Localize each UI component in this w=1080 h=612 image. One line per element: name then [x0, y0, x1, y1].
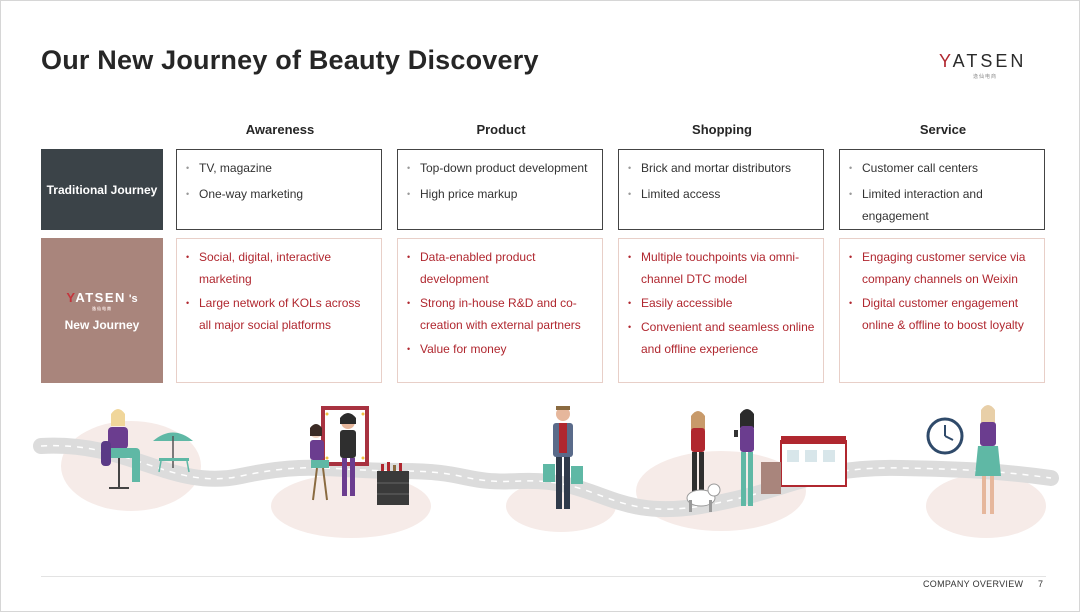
list-item: Strong in-house R&D and co-creation with… — [407, 292, 596, 336]
journey-illustration — [33, 405, 1059, 538]
list-item: High price markup — [407, 183, 596, 205]
column-header-service: Service — [919, 122, 967, 137]
new-shopping-box: Multiple touchpoints via omni-channel DT… — [618, 238, 824, 383]
list-item: Convenient and seamless online and offli… — [628, 316, 817, 360]
traditional-service-box: Customer call centers Limited interactio… — [839, 149, 1045, 230]
storefront-icon — [761, 436, 847, 494]
new-journey-title: New Journey — [64, 317, 140, 332]
list-item: One-way marketing — [186, 183, 375, 205]
service-woman-figure — [975, 405, 1001, 514]
phone-woman-figure — [734, 409, 754, 506]
traditional-shopping-box: Brick and mortar distributors Limited ac… — [618, 149, 824, 230]
column-header-shopping: Shopping — [692, 122, 752, 137]
new-product-box: Data-enabled product development Strong … — [397, 238, 603, 383]
vanity-table-icon — [377, 462, 409, 505]
logo-wordmark: YATSEN — [939, 51, 1027, 71]
list-item: Limited access — [628, 183, 817, 205]
list-item: Large network of KOLs across all major s… — [186, 292, 375, 336]
list-item: Digital customer engagement online & off… — [849, 292, 1038, 336]
traditional-product-box: Top-down product development High price … — [397, 149, 603, 230]
traditional-awareness-box: TV, magazine One-way marketing — [176, 149, 382, 230]
list-item: Data-enabled product development — [407, 246, 596, 290]
new-journey-logo: YATSEN's — [66, 289, 138, 305]
footer-divider — [41, 576, 1046, 577]
clock-icon — [926, 417, 964, 455]
shopper-man-figure — [543, 406, 583, 509]
yatsen-logo: YATSEN 逸仙电商 — [939, 51, 1031, 83]
list-item: TV, magazine — [186, 157, 375, 179]
list-item: Customer call centers — [849, 157, 1038, 179]
umbrella-table-icon — [153, 432, 193, 473]
list-item: Multiple touchpoints via omni-channel DT… — [628, 246, 817, 290]
new-service-box: Engaging customer service via company ch… — [839, 238, 1045, 383]
list-item: Top-down product development — [407, 157, 596, 179]
list-item: Value for money — [407, 338, 596, 360]
column-header-awareness: Awareness — [245, 122, 315, 137]
list-item: Engaging customer service via company ch… — [849, 246, 1038, 290]
row-label-traditional: Traditional Journey — [41, 149, 163, 230]
seated-client-figure — [310, 424, 329, 501]
logo-subtitle: 逸仙电商 — [973, 74, 998, 80]
shopping-woman-figure — [691, 411, 705, 496]
footer-section-label: COMPANY OVERVIEW — [923, 579, 1024, 589]
makeup-artist-figure — [340, 413, 356, 496]
list-item: Limited interaction and engagement — [849, 183, 1038, 227]
list-item: Brick and mortar distributors — [628, 157, 817, 179]
page-title: Our New Journey of Beauty Discovery — [41, 45, 539, 75]
list-item: Easily accessible — [628, 292, 817, 314]
page-number: 7 — [1038, 579, 1044, 589]
new-journey-logo-subtitle: 逸仙电商 — [92, 305, 112, 311]
awareness-woman-figure — [101, 409, 140, 489]
new-awareness-box: Social, digital, interactive marketing L… — [176, 238, 382, 383]
row-label-new-journey: YATSEN's 逸仙电商 New Journey — [41, 238, 163, 383]
column-header-product: Product — [476, 122, 526, 137]
road-centerline — [40, 444, 1052, 510]
list-item: Social, digital, interactive marketing — [186, 246, 375, 290]
dog-icon — [686, 483, 721, 512]
